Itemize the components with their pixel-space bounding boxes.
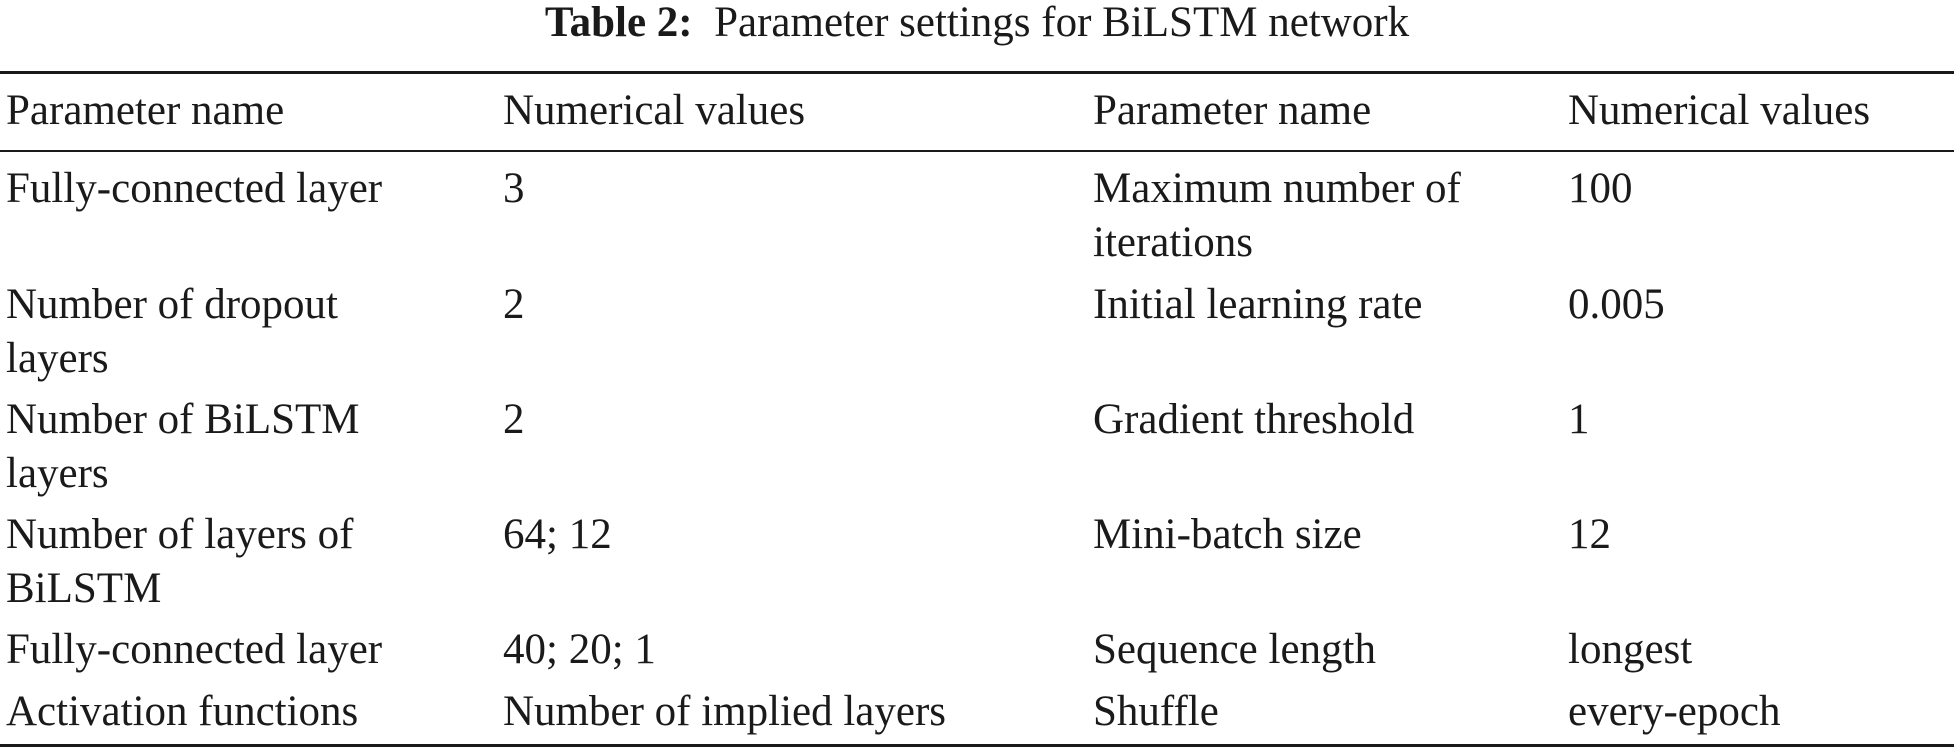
table-cell-row2-name2: Initial learning rate: [1093, 281, 1423, 328]
table-cell-row1-name1: Fully-connected layer: [6, 162, 382, 216]
table-cell-row6-name2: Shuffle: [1093, 688, 1219, 735]
table-cell-row3-name1: Number of BiLSTM layers: [6, 393, 360, 501]
table-cell-row6-name1: Activation functions: [6, 688, 359, 735]
row2-name1-line2: layers: [6, 335, 109, 382]
table-caption: Table 2: Parameter settings for BiLSTM n…: [0, 0, 1954, 58]
row4-name1-line2: BiLSTM: [6, 565, 162, 612]
table-cell-row3-value2: 1: [1568, 396, 1590, 443]
row4-name1-line1: Number of layers of: [6, 511, 354, 558]
table-bottom-rule: [0, 744, 1954, 747]
table-top-rule: [0, 71, 1954, 74]
table-cell-row2-name1: Number of dropout layers: [6, 278, 338, 386]
table-header-rule: [0, 150, 1954, 152]
table-cell-row3-name2: Gradient threshold: [1093, 396, 1415, 443]
row2-name1-line1: Number of dropout: [6, 281, 338, 328]
row3-name1-line2: layers: [6, 450, 109, 497]
table-cell-row5-name1: Fully-connected layer: [6, 626, 383, 673]
table-cell-row4-name1: Number of layers of BiLSTM: [6, 508, 353, 616]
table-cell-row6-value2: every-epoch: [1568, 688, 1781, 735]
table-caption-text: Parameter settings for BiLSTM network: [714, 0, 1410, 46]
row3-name1-line1: Number of BiLSTM: [6, 396, 360, 443]
row1-name1-line1: Fully-connected layer: [6, 165, 383, 212]
table-cell-row5-value2: longest: [1568, 626, 1693, 673]
table-caption-label: Table 2:: [544, 0, 693, 46]
table-cell-row4-value1: 64; 12: [503, 511, 612, 558]
header-parameter-name-1: Parameter name: [6, 87, 285, 134]
table-cell-row1-name2: Maximum number of iterations: [1093, 162, 1461, 270]
header-numerical-values-2: Numerical values: [1568, 87, 1871, 134]
table-cell-row2-value1: 2: [503, 281, 525, 328]
table-cell-row4-value2: 12: [1568, 511, 1611, 558]
table-cell-row5-value1: 40; 20; 1: [503, 626, 656, 673]
table-cell-row1-value1: 3: [503, 165, 525, 212]
table-cell-row1-value2: 100: [1568, 165, 1633, 212]
header-parameter-name-2: Parameter name: [1093, 87, 1372, 134]
table-cell-row3-value1: 2: [503, 396, 525, 443]
table-cell-row2-value2: 0.005: [1568, 281, 1665, 328]
table-cell-row5-name2: Sequence length: [1093, 626, 1376, 673]
row1-name2-line2: iterations: [1093, 219, 1254, 266]
table-cell-row4-name2: Mini-batch size: [1093, 511, 1362, 558]
table-cell-row6-value1: Number of implied layers: [503, 688, 947, 735]
header-numerical-values-1: Numerical values: [503, 87, 806, 134]
row1-name2-line1: Maximum number of: [1093, 165, 1461, 212]
